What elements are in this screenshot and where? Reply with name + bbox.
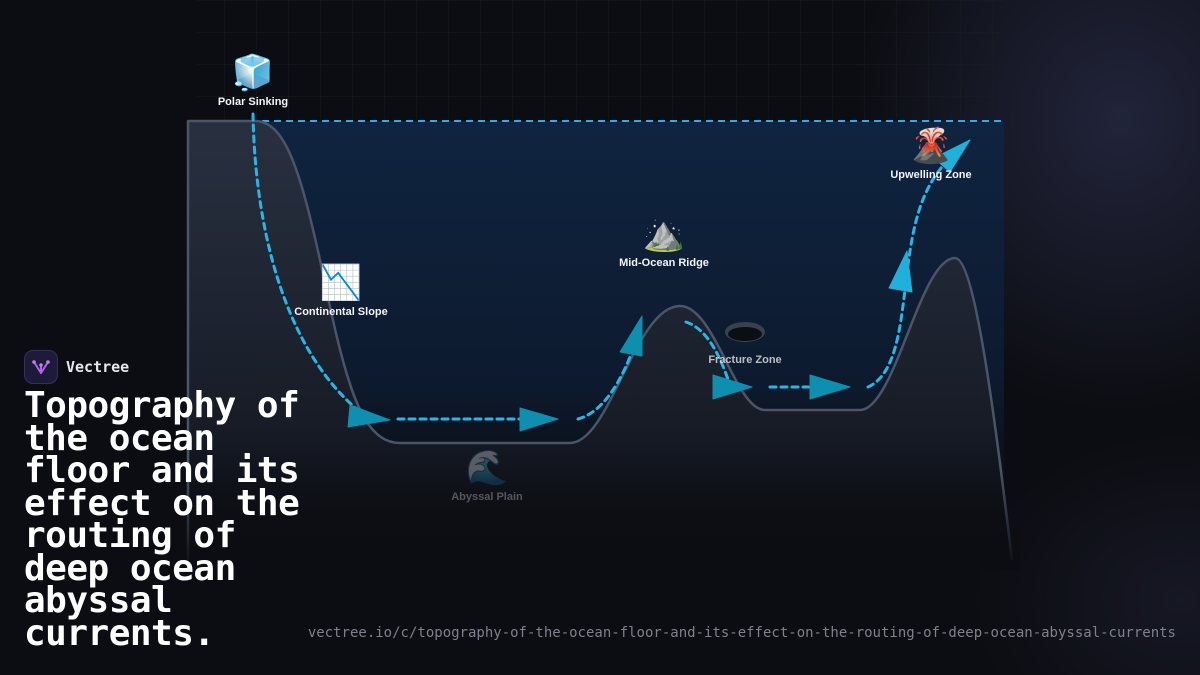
source-url: vectree.io/c/topography-of-the-ocean-flo… — [307, 625, 1176, 641]
arrowhead-5 — [809, 374, 851, 400]
seafloor-terrain — [188, 121, 1012, 560]
arrowhead-4 — [712, 374, 753, 400]
page-title: Topography of the ocean floor and its ef… — [24, 385, 300, 654]
current-segment-upwelling — [866, 158, 950, 389]
arrowhead-2 — [519, 407, 559, 432]
mountain-icon: ⛰️ — [643, 214, 685, 254]
current-arrowheads — [347, 139, 971, 432]
brand-name: Vectree — [66, 358, 130, 376]
volcano-icon: 🌋 — [910, 126, 952, 166]
chart-decreasing-icon: 📉 — [320, 263, 362, 303]
arrowhead-3 — [619, 315, 643, 357]
node-label-fracture-zone: Fracture Zone — [708, 354, 781, 366]
node-continental-slope: 📉 Continental Slope — [294, 263, 388, 318]
node-label-polar-sinking: Polar Sinking — [218, 96, 288, 108]
node-fracture-zone: Fracture Zone — [708, 322, 782, 366]
brand: Vectree — [24, 350, 129, 384]
node-upwelling-zone: 🌋 Upwelling Zone — [890, 126, 971, 181]
ice-cube-icon: 🧊 — [232, 53, 274, 93]
arrowhead-1 — [347, 404, 391, 428]
hole-icon — [725, 322, 765, 342]
node-label-continental-slope: Continental Slope — [294, 306, 388, 318]
current-segment-descent — [251, 112, 362, 414]
bottom-fade — [180, 470, 1020, 570]
node-polar-sinking: 🧊 Polar Sinking — [218, 53, 288, 108]
vectree-logo-icon — [24, 350, 58, 384]
logo-mark — [32, 360, 50, 374]
wave-icon: 🌊 — [466, 448, 508, 488]
node-abyssal-plain: 🌊 Abyssal Plain — [451, 448, 523, 503]
seafloor-outline — [186, 119, 1014, 561]
node-label-upwelling-zone: Upwelling Zone — [890, 169, 971, 181]
arrowhead-6 — [888, 250, 913, 293]
node-label-mid-ocean-ridge: Mid-Ocean Ridge — [619, 257, 709, 269]
node-label-abyssal-plain: Abyssal Plain — [451, 491, 523, 503]
grid-backdrop — [197, 0, 1005, 125]
current-segment-ridge-descent — [684, 320, 732, 387]
node-mid-ocean-ridge: ⛰️ Mid-Ocean Ridge — [619, 214, 709, 269]
arrowhead-7 — [933, 139, 971, 173]
